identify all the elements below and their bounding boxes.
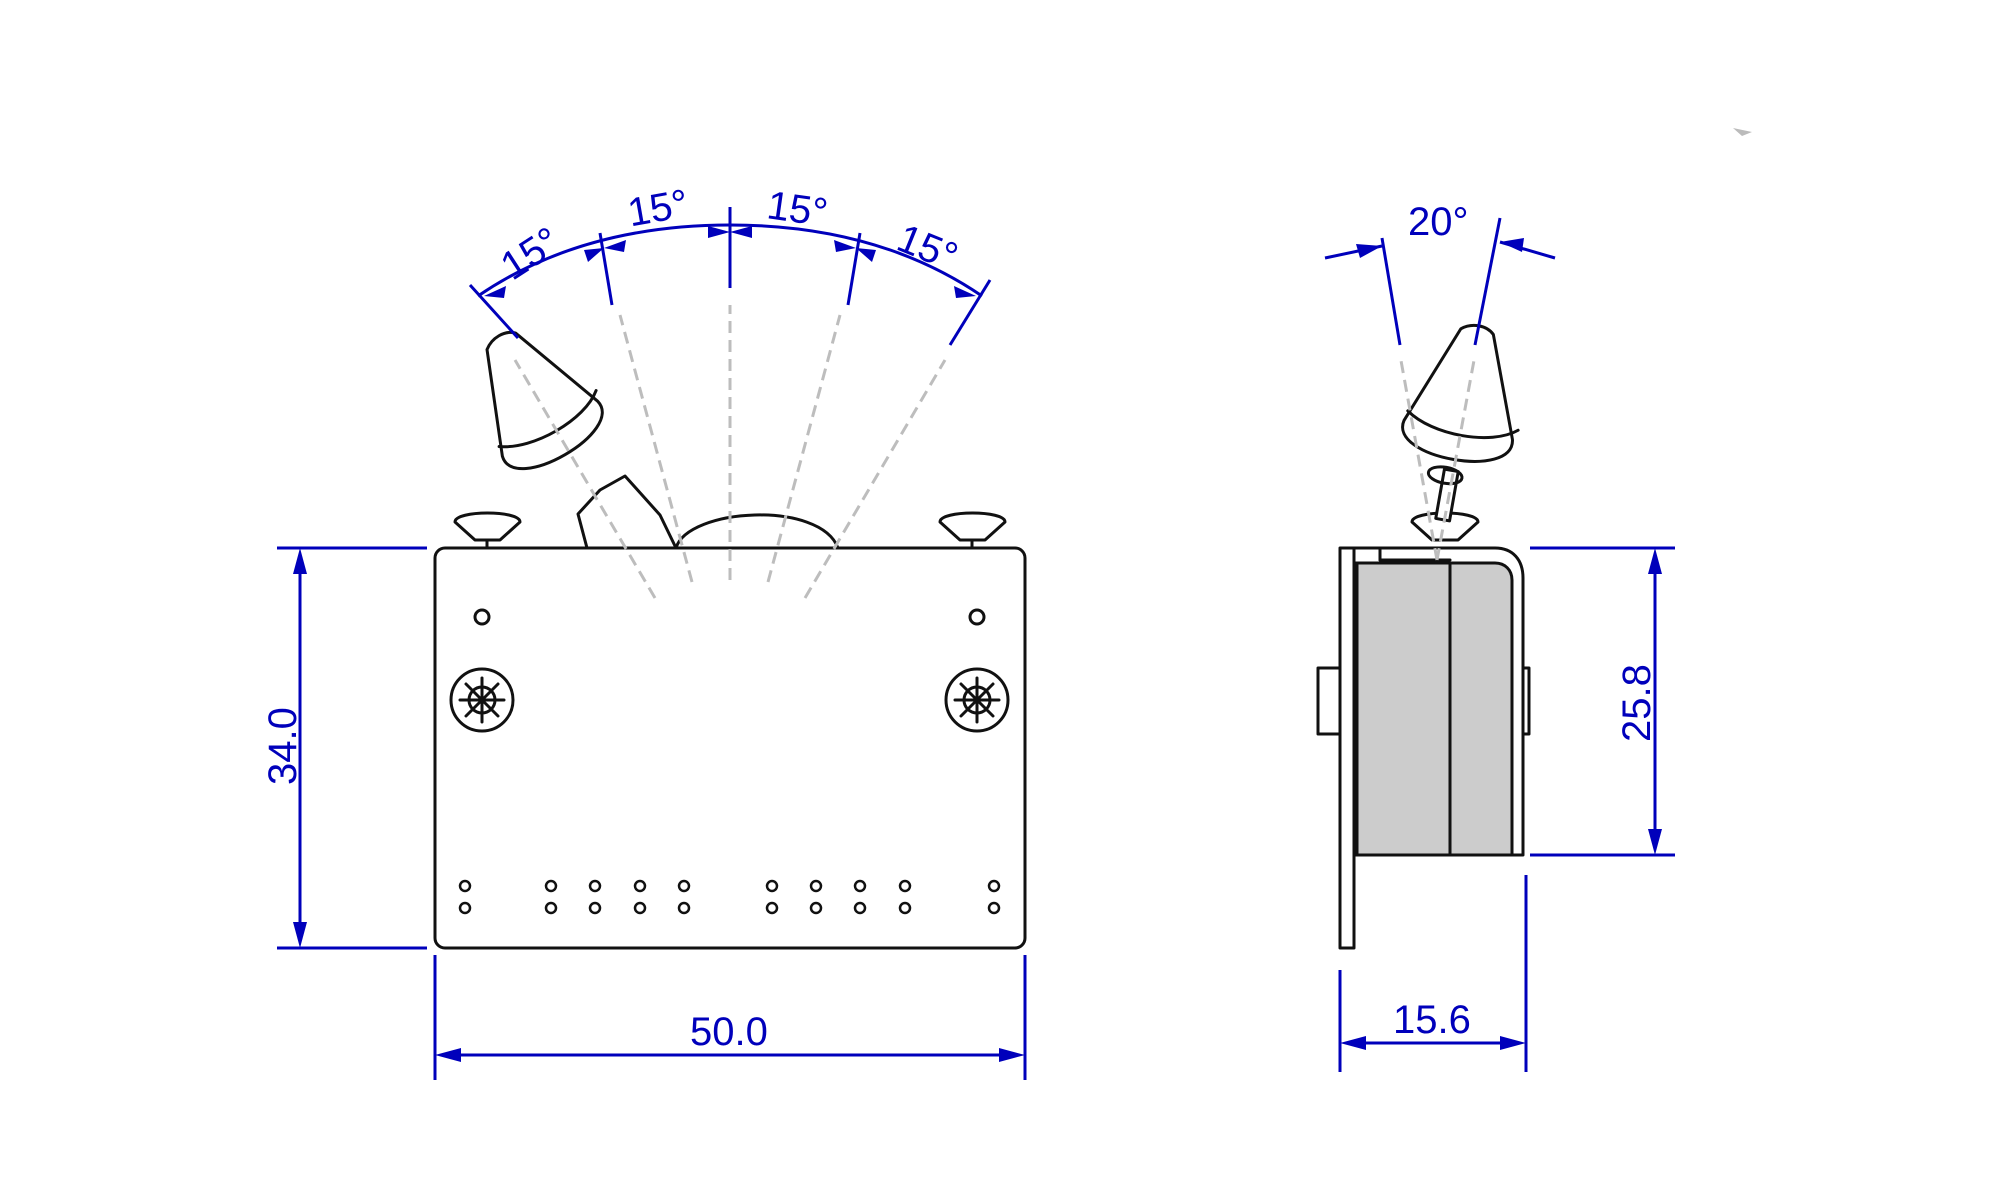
lever-base-arc (674, 513, 840, 550)
lever-position-lines (513, 305, 947, 599)
angle-label-side: 20° (1408, 200, 1469, 244)
screw-head-right (938, 511, 1007, 550)
dim-width-front: 50.0 (690, 1010, 768, 1054)
mount-hole-right (968, 608, 986, 626)
side-body-right (1448, 561, 1514, 857)
dim-height-front: 34.0 (261, 707, 305, 785)
front-plate (433, 546, 1027, 950)
phillips-screw-right (944, 667, 1010, 733)
height-dimension-side: 25.8 (1530, 546, 1675, 857)
lever-knob-front (485, 330, 604, 471)
depth-dimension-side: 15.6 (1338, 875, 1528, 1072)
front-view: 15° 15° 15° 15° 34.0 50.0 (261, 182, 1027, 1080)
width-dimension-front: 50.0 (433, 955, 1027, 1080)
side-body (1355, 561, 1452, 857)
angle-dimension-side: 20° (1324, 200, 1556, 346)
lever-knob-side (1401, 323, 1520, 486)
angle-label-4: 15° (891, 216, 964, 279)
dim-height-side: 25.8 (1615, 664, 1659, 742)
height-dimension-front: 34.0 (261, 546, 427, 950)
side-tab-right (1521, 666, 1531, 736)
angle-dimension-front: 15° 15° 15° 15° (468, 182, 992, 346)
side-tab (1316, 666, 1342, 736)
side-view: 20° 25.8 15.6 (1316, 200, 1675, 1072)
side-plate (1338, 546, 1356, 950)
angle-label-2: 15° (624, 182, 691, 236)
corner-mark (1733, 128, 1752, 136)
dim-depth-side: 15.6 (1393, 998, 1471, 1042)
screw-head-left (453, 511, 522, 550)
angle-label-3: 15° (764, 183, 830, 235)
mount-hole-left (473, 608, 491, 626)
phillips-screw-left (449, 667, 515, 733)
solder-lugs (458, 879, 1001, 915)
lever-stem (576, 474, 678, 550)
